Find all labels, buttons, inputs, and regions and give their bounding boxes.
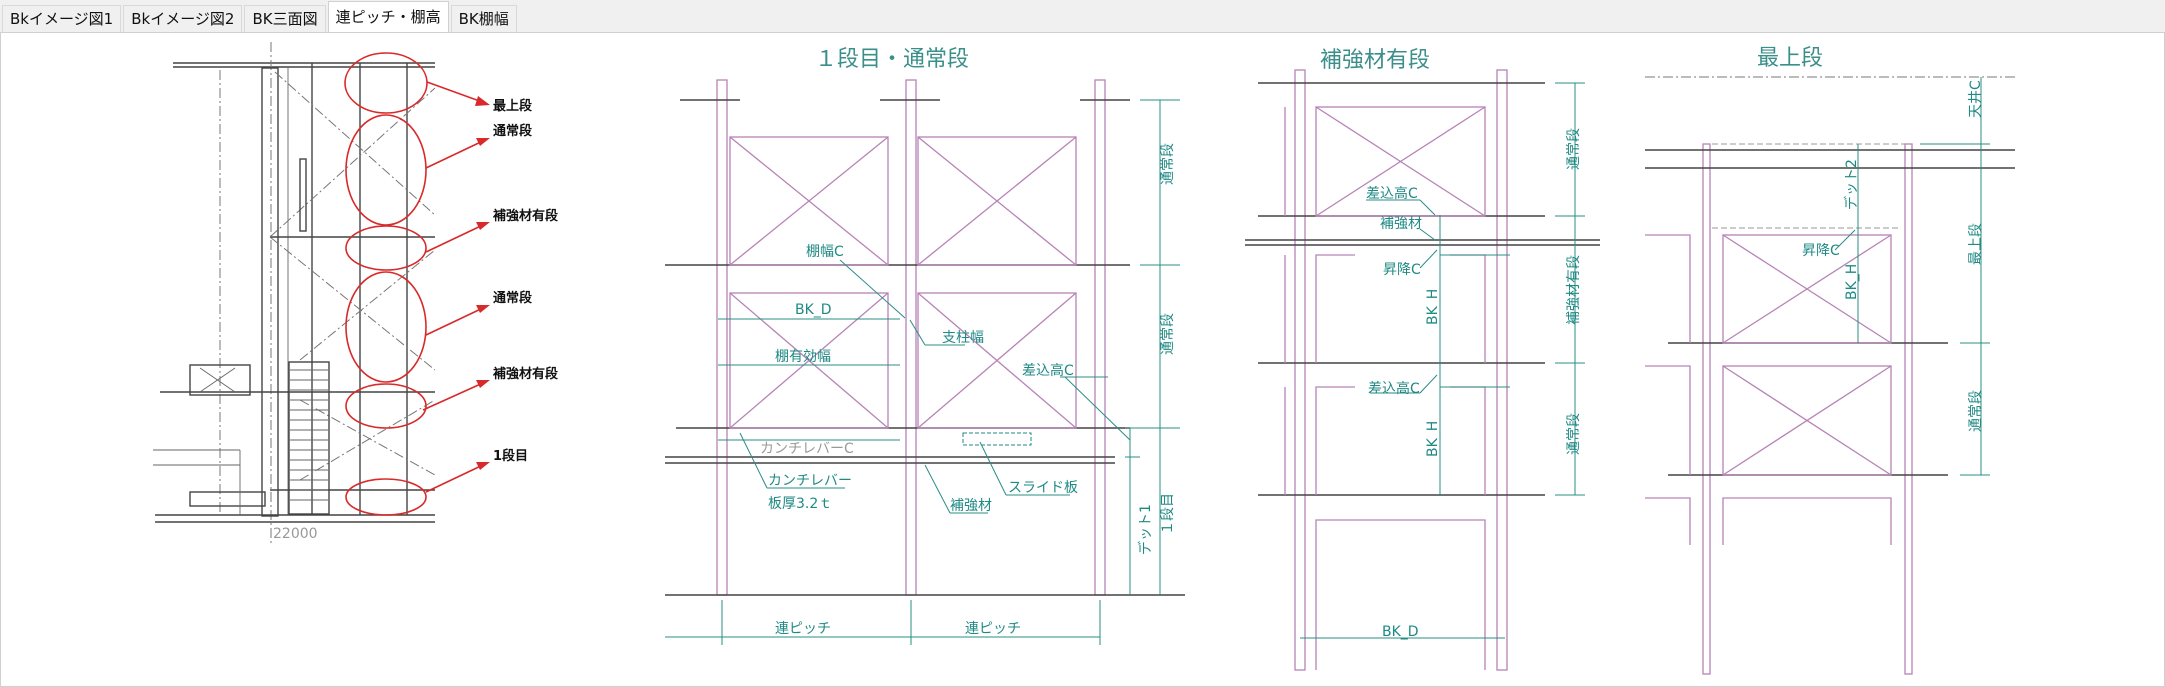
callout-ellipse-top (344, 52, 428, 114)
label-thickness: 板厚3.2ｔ (768, 496, 832, 512)
label-reinforced-tier-2: 補強材有段 (492, 366, 558, 382)
label-reinforced-tier-1: 補強材有段 (492, 208, 558, 224)
label-column-width: 支柱幅 (942, 330, 984, 346)
label-insert-height-c-2: 差込高C (1368, 380, 1420, 397)
tab-bk-image-1[interactable]: Bkイメージ図1 (2, 5, 122, 32)
label-reinforcement: 補強材 (1380, 216, 1422, 232)
callout-arrows (422, 81, 486, 493)
panel-first-normal: １段目・通常段 棚幅C BK_D 支柱幅 棚有効幅 差込高C カンチレバーC カ… (665, 47, 1185, 645)
label-insert-height-c-1: 差込高C (1366, 185, 1418, 202)
label-insert-height-c: 差込高C (1022, 362, 1074, 379)
tab-bar: Bkイメージ図1 Bkイメージ図2 BK三面図 連ピッチ・棚高 BK棚幅 (0, 0, 519, 32)
drawing-area (0, 32, 2165, 687)
label-normal-tier-1: 通常段 (493, 123, 532, 139)
label-first-tier: 1段目 (493, 448, 528, 464)
callout-ellipse-normal-1 (345, 114, 427, 226)
callout-ellipse-first (345, 478, 427, 516)
callout-ellipse-reinforced-2 (345, 383, 427, 429)
dim-bk-h-1: BK_H (1425, 289, 1441, 325)
label-normal-tier-2: 通常段 (493, 290, 532, 306)
panel-top-tier: 最上段 天井C デット2 昇降C BK_H 最上段 通常段 (1645, 46, 2015, 675)
panel-title: １段目・通常段 (815, 47, 969, 72)
label-shelf-width-c: 棚幅C (806, 244, 844, 260)
dim-normal-1: 通常段 (1566, 128, 1582, 170)
tab-pitch-shelf-height[interactable]: 連ピッチ・棚高 (327, 1, 449, 32)
overview-elevation: 22000 最上段 通常段 補強材有段 通常段 補強材有段 1段目 (153, 42, 558, 545)
label-cantilever-c: カンチレバーC (760, 441, 854, 457)
label-reinforcement: 補強材 (950, 498, 992, 514)
label-top-tier: 最上段 (493, 98, 532, 114)
panel-title: 最上段 (1757, 46, 1823, 71)
tab-bk-shelf-width[interactable]: BK棚幅 (450, 5, 517, 32)
label-pitch-1: 連ピッチ (775, 621, 831, 637)
callout-ellipse-reinforced-1 (345, 225, 427, 271)
tab-bk-three-view[interactable]: BK三面図 (244, 5, 326, 32)
label-lift-c: 昇降C (1383, 262, 1421, 278)
dim-top-tier: 最上段 (1968, 223, 1984, 265)
panel-reinforced: 補強材有段 差込高C 補強材 昇降C 差込高C BK_H BK_H BK_D 通… (1245, 48, 1600, 671)
dim-bk-h: BK_H (1844, 264, 1860, 300)
dim-dead-2: デット2 (1843, 159, 1860, 210)
label-bk-d: BK_D (795, 302, 832, 318)
label-pitch-2: 連ピッチ (965, 621, 1021, 637)
panel-title: 補強材有段 (1320, 48, 1430, 73)
dim-bk-h-2: BK_H (1425, 421, 1441, 457)
label-lift-c: 昇降C (1802, 243, 1840, 259)
callout-ellipse-normal-2 (345, 271, 427, 383)
overview-dimension: 22000 (273, 526, 318, 542)
dim-reinforced: 補強材有段 (1566, 255, 1582, 325)
dim-normal: 通常段 (1968, 390, 1984, 432)
tab-bk-image-2[interactable]: Bkイメージ図2 (123, 5, 243, 32)
dim-normal-2: 通常段 (1566, 413, 1582, 455)
dim-normal-2: 通常段 (1160, 313, 1176, 355)
label-slide-plate: スライド板 (1008, 480, 1078, 496)
dim-dead-1: デット1 (1137, 504, 1154, 555)
label-effective-width: 棚有効幅 (775, 349, 831, 365)
label-cantilever: カンチレバー (768, 473, 852, 489)
dim-ceiling-c: 天井C (1968, 80, 1984, 118)
dim-bk-d: BK_D (1382, 624, 1419, 640)
dim-normal-1: 通常段 (1160, 143, 1176, 185)
dim-first-tier: １段目 (1160, 493, 1176, 535)
